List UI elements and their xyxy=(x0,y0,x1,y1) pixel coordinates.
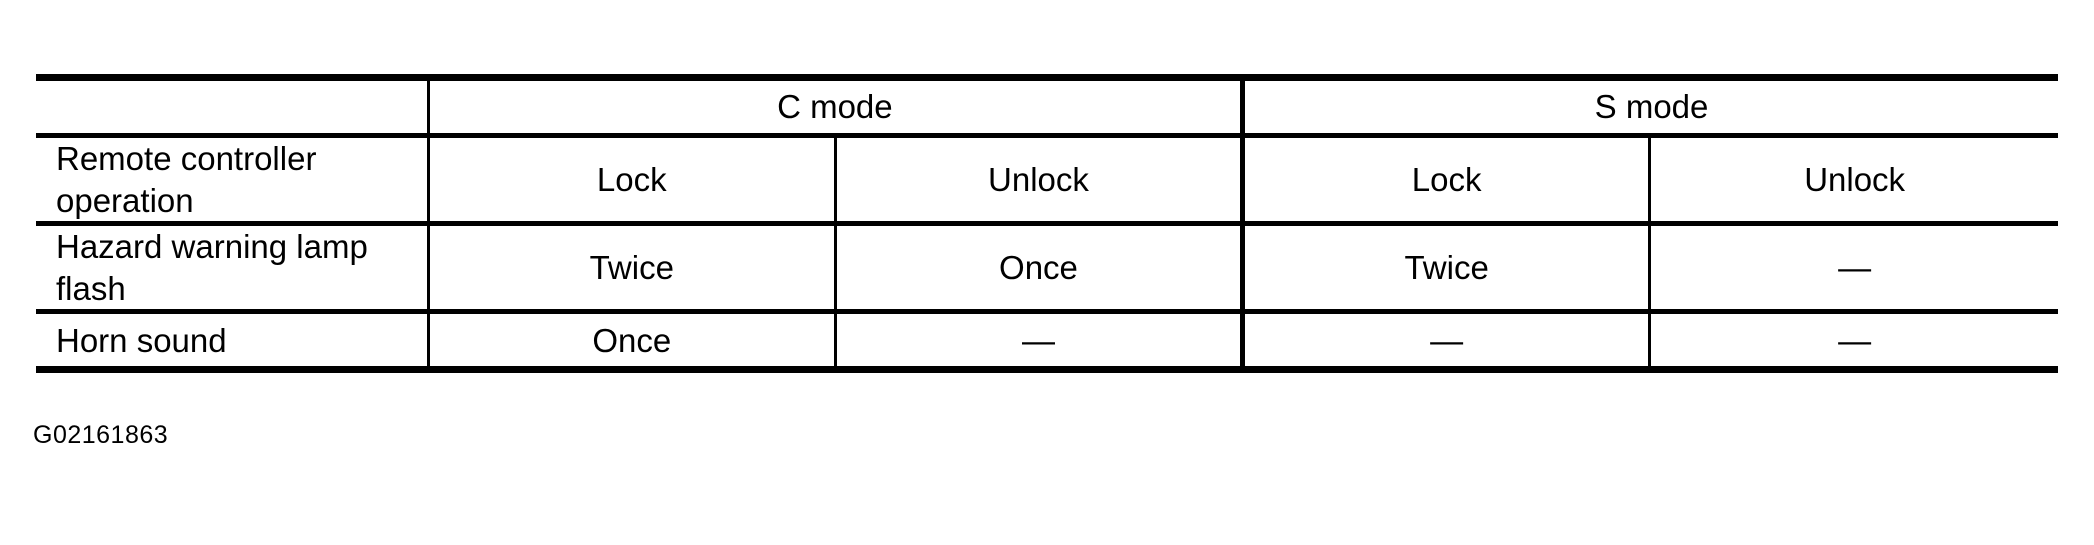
row-label-remote-controller-operation: Remote controller operation xyxy=(36,132,429,224)
cell-c-mode-lock-horn: Once xyxy=(426,309,836,370)
figure-caption: G02161863 xyxy=(33,421,169,449)
row-label-line: Hazard warning lamp xyxy=(56,228,368,266)
table-bottom-rule xyxy=(36,366,2058,376)
row-label-line: Remote controller xyxy=(56,140,317,177)
table-header-row-mode: C mode S mode xyxy=(36,74,2058,136)
row-label-hazard-warning-lamp-flash: Hazard warning lamp flash xyxy=(36,221,429,312)
cell-c-mode-lock-hazard: Twice xyxy=(426,221,836,312)
row-label-line: operation xyxy=(56,181,194,219)
cell-s-mode-unlock-operation: Unlock xyxy=(1648,132,2058,224)
bottom-rule-cell xyxy=(36,366,2058,376)
row-label-line: Horn sound xyxy=(56,321,227,359)
cell-s-mode-unlock-horn: — xyxy=(1648,309,2058,370)
cell-c-mode-lock-operation: Lock xyxy=(426,132,836,224)
spec-table-container: C mode S mode Remote controller operatio… xyxy=(36,74,2058,376)
header-c-mode: C mode xyxy=(426,74,1243,136)
remote-controller-operation-table: C mode S mode Remote controller operatio… xyxy=(36,74,2058,376)
cell-c-mode-unlock-horn: — xyxy=(833,309,1243,370)
cell-c-mode-unlock-operation: Unlock xyxy=(833,132,1243,224)
table-row: Hazard warning lamp flash Twice Once Twi… xyxy=(36,221,2058,312)
header-corner-blank xyxy=(36,74,429,136)
cell-s-mode-unlock-hazard: — xyxy=(1648,221,2058,312)
table-row: Remote controller operation Lock Unlock … xyxy=(36,132,2058,224)
row-label-line: flash xyxy=(56,269,126,307)
table-row: Horn sound Once — — — xyxy=(36,309,2058,370)
cell-s-mode-lock-horn: — xyxy=(1240,309,1650,370)
cell-c-mode-unlock-hazard: Once xyxy=(833,221,1243,312)
cell-s-mode-lock-operation: Lock xyxy=(1240,132,1650,224)
row-label-horn-sound: Horn sound xyxy=(36,309,429,370)
header-s-mode: S mode xyxy=(1240,74,2058,136)
cell-s-mode-lock-hazard: Twice xyxy=(1240,221,1650,312)
